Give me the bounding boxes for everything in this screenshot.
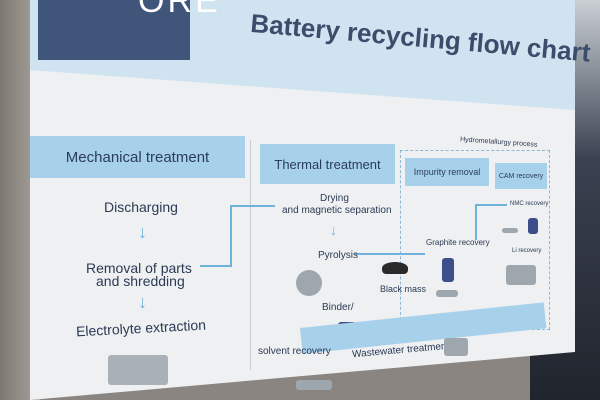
step-graphite: Graphite recovery: [426, 238, 490, 247]
step-pyrolysis: Pyrolysis: [318, 250, 359, 261]
section-mechanical: Mechanical treatment: [30, 136, 245, 178]
arrow-down-icon: ↓: [330, 222, 337, 238]
section-label: CAM recovery: [498, 172, 544, 180]
step-drying-2: and magnetic separation: [282, 205, 392, 216]
step-binder: Binder/: [322, 302, 354, 313]
arrow-connector: [475, 205, 477, 240]
arrow-connector: [200, 265, 230, 267]
divider: [250, 140, 251, 370]
step-blackmass: Black mass: [380, 284, 427, 294]
section-label: Impurity removal: [413, 167, 481, 177]
centrifuge-icon: [436, 290, 458, 297]
black-mass-icon: [382, 262, 408, 274]
step-nmc: NMC recovery: [510, 201, 549, 207]
crystallizer-icon: [506, 265, 536, 285]
section-impurity: Impurity removal: [405, 158, 489, 186]
reactor-icon: [528, 218, 538, 234]
logo: ORE: [38, 0, 218, 60]
pyrolysis-kiln-icon: [296, 270, 322, 296]
arrow-connector: [230, 205, 232, 267]
logo-text: ORE: [138, 0, 221, 20]
step-discharging: Discharging: [104, 199, 178, 215]
treatment-plant-icon: [444, 338, 468, 356]
arrow-connector: [475, 204, 507, 206]
section-thermal: Thermal treatment: [260, 144, 395, 184]
step-li: Li recovery: [512, 248, 542, 254]
filter-press-icon: [442, 258, 454, 282]
step-binder-2: solvent recovery: [258, 346, 331, 357]
arrow-connector: [230, 205, 275, 207]
arrow-connector: [355, 253, 425, 255]
arrow-down-icon: ↓: [138, 222, 147, 242]
extraction-equipment-icon: [108, 355, 168, 385]
section-label: Thermal treatment: [274, 156, 381, 172]
dryer-icon: [502, 228, 518, 233]
arrow-down-icon: ↓: [138, 292, 147, 312]
step-removal-2: and shredding: [96, 273, 185, 289]
section-cam: CAM recovery: [495, 163, 547, 189]
evaporator-icon: [296, 380, 332, 390]
step-removal: Removal of parts: [86, 260, 192, 276]
section-label: Mechanical treatment: [65, 148, 210, 166]
step-drying: Drying: [320, 193, 349, 204]
